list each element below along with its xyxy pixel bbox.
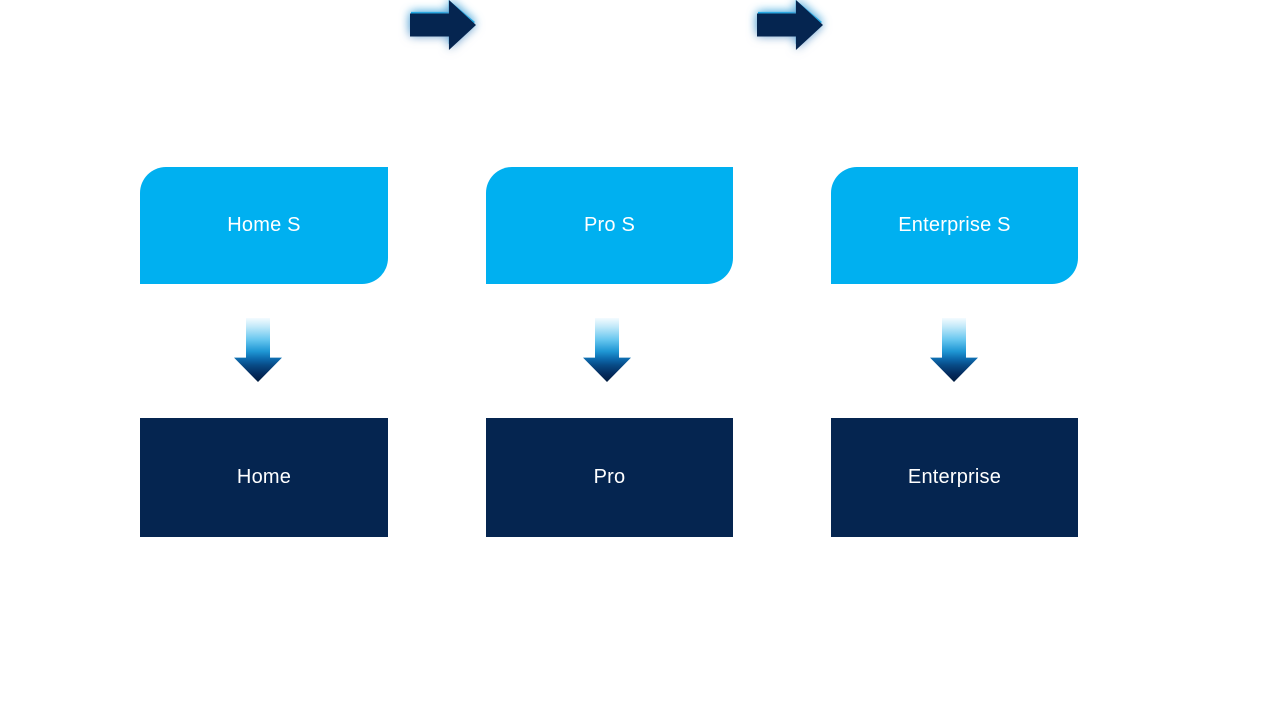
right-arrow-icon-bottom-2: [757, 0, 823, 50]
node-enterprise-label: Enterprise: [907, 466, 1002, 488]
node-pro-label: Pro: [593, 466, 626, 488]
node-home-s-label: Home S: [227, 214, 301, 236]
down-arrow-icon-3: [930, 318, 978, 382]
right-arrow-icon-bottom-1: [410, 0, 476, 50]
right-arrow-shape: [757, 0, 823, 50]
node-pro: Pro: [486, 418, 733, 537]
right-arrow-shape: [410, 0, 476, 50]
node-home-label: Home: [236, 466, 292, 488]
node-enterprise: Enterprise: [831, 418, 1078, 537]
node-pro-s-label: Pro S: [583, 214, 636, 236]
node-enterprise-s-label: Enterprise S: [898, 214, 1011, 236]
node-home-s: Home S: [140, 167, 388, 284]
node-pro-s: Pro S: [486, 167, 733, 284]
node-enterprise-s: Enterprise S: [831, 167, 1078, 284]
node-home: Home: [140, 418, 388, 537]
down-arrow-icon-2: [583, 318, 631, 382]
down-arrow-icon-1: [234, 318, 282, 382]
